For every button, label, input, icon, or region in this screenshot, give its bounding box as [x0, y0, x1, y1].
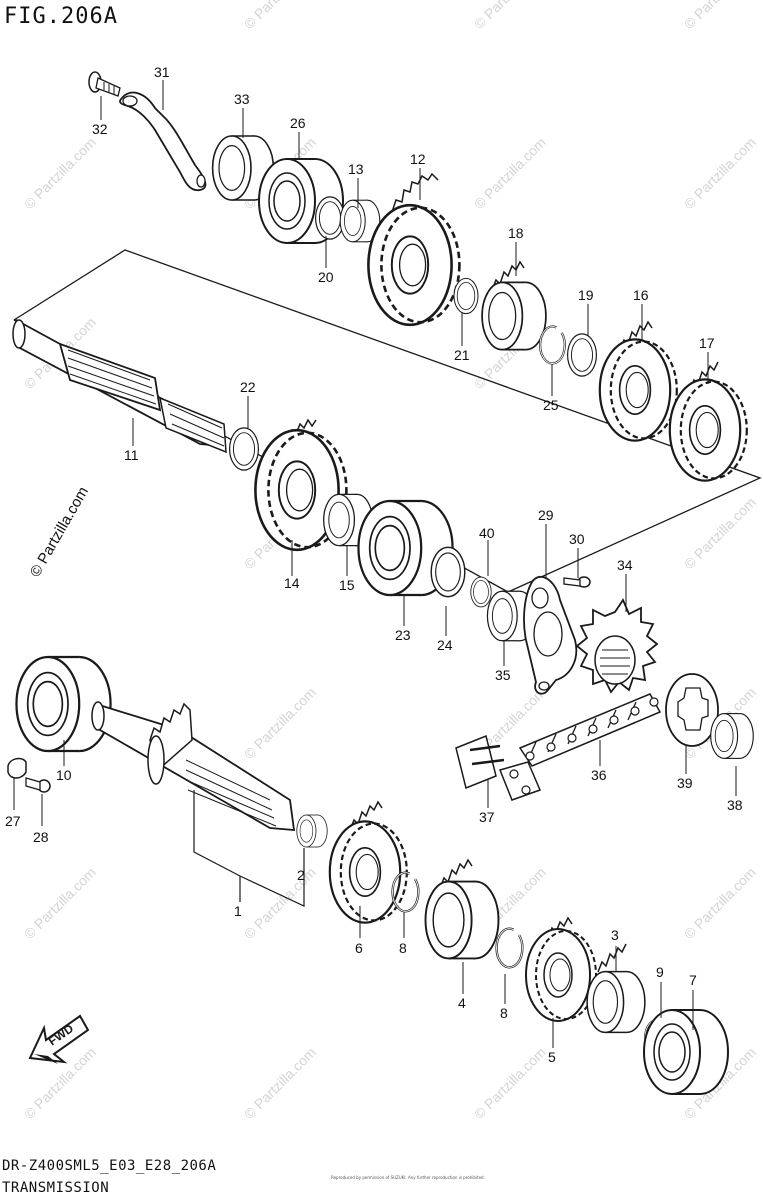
part-19-washer	[566, 333, 598, 377]
part-16-gear	[598, 320, 678, 442]
callout-40: 40	[479, 525, 495, 541]
part-31-shift-arm	[119, 91, 207, 192]
callout-36: 36	[591, 767, 607, 783]
part-12-gear	[366, 172, 461, 327]
callout-18: 18	[508, 225, 524, 241]
callout-33: 33	[234, 91, 250, 107]
part-29-plate	[523, 576, 578, 695]
callout-9: 9	[656, 964, 664, 980]
part-18-gear	[481, 260, 547, 351]
watermark-tile: © Partzilla.com	[241, 684, 319, 762]
callout-37: 37	[479, 809, 495, 825]
callout-23: 23	[395, 627, 411, 643]
model-code: DR-Z400SML5_E03_E28_206A	[2, 1158, 217, 1174]
callout-12: 12	[410, 151, 426, 167]
callout-22: 22	[240, 379, 256, 395]
callout-11: 11	[124, 447, 139, 463]
watermark-tile: © Partzilla.com	[471, 1044, 549, 1122]
callout-6: 6	[355, 940, 363, 956]
part-21-washer	[453, 277, 479, 315]
watermark-tile: © Partzilla.com	[471, 134, 549, 212]
callout-32: 32	[92, 121, 108, 137]
callout-26: 26	[290, 115, 306, 131]
callout-38: 38	[727, 797, 743, 813]
part-6-gear	[328, 800, 408, 924]
part-37-chain-joint	[455, 734, 542, 801]
part-8-circlip	[495, 927, 524, 969]
part-4-gear	[424, 858, 500, 960]
callout-28: 28	[33, 829, 49, 845]
part-24-oil-seal	[430, 546, 466, 598]
part-28-screw	[25, 777, 51, 793]
callout-21: 21	[454, 347, 470, 363]
figure-title: FIG.206A	[4, 4, 118, 29]
part-11-countershaft	[12, 318, 227, 454]
callout-4: 4	[458, 995, 466, 1011]
section-name: TRANSMISSION	[2, 1180, 110, 1196]
callout-39: 39	[677, 775, 693, 791]
callout-34: 34	[617, 557, 633, 573]
callout-8-lower: 8	[500, 1005, 508, 1021]
watermark-tile: © Partzilla.com	[681, 0, 759, 32]
callout-5: 5	[548, 1049, 556, 1065]
callout-31: 31	[154, 64, 170, 80]
callout-14: 14	[284, 575, 300, 591]
callout-numbers: 1 2 3 4 5 6 7 8 8 9 10 11 12 13 14 15 16…	[5, 64, 743, 1065]
watermark-tile: © Partzilla.com	[681, 494, 759, 572]
part-32-bolt	[88, 71, 121, 97]
callout-3: 3	[611, 927, 619, 943]
watermark-tile: © Partzilla.com	[21, 134, 99, 212]
part-38-collar	[709, 712, 755, 760]
watermark-tile: © Partzilla.com	[681, 134, 759, 212]
watermark-tile: © Partzilla.com	[471, 0, 549, 32]
callout-17: 17	[699, 335, 715, 351]
watermark-tile: © Partzilla.com	[21, 864, 99, 942]
part-25-circlip	[538, 325, 567, 365]
part-40-o-ring	[470, 576, 492, 608]
callout-30: 30	[569, 531, 585, 547]
part-14-gear	[253, 418, 348, 552]
callout-8-upper: 8	[399, 940, 407, 956]
callout-2: 2	[297, 867, 305, 883]
callout-1: 1	[234, 903, 242, 919]
callout-16: 16	[633, 287, 649, 303]
part-30-bolt	[563, 576, 591, 588]
part-2-needle-bearing	[296, 814, 328, 848]
callout-25: 25	[543, 397, 559, 413]
callout-19: 19	[578, 287, 594, 303]
part-17-gear	[668, 361, 748, 482]
watermark-tile: © Partzilla.com	[241, 864, 319, 942]
callout-29: 29	[538, 507, 554, 523]
callout-20: 20	[318, 269, 334, 285]
part-1-driveshaft	[91, 701, 296, 831]
callout-27: 27	[5, 813, 21, 829]
part-34-sprocket	[575, 598, 659, 694]
callout-13: 13	[348, 161, 364, 177]
leader-lines	[13, 80, 737, 1048]
callout-35: 35	[495, 667, 511, 683]
watermark-tile: © Partzilla.com	[681, 864, 759, 942]
part-5-gear	[524, 916, 598, 1023]
part-36-chain	[518, 693, 662, 767]
watermark-tile: © Partzilla.com	[241, 1044, 319, 1122]
part-7-bearing	[643, 1009, 729, 1095]
part-3-gear	[586, 943, 646, 1034]
part-27-retainer	[7, 757, 27, 779]
callout-24: 24	[437, 637, 453, 653]
callout-15: 15	[339, 577, 355, 593]
callout-7: 7	[689, 972, 697, 988]
part-22-washer	[228, 427, 260, 471]
part-39-lock-washer	[665, 673, 719, 747]
watermark-main: © Partzilla.com	[27, 484, 92, 580]
watermark-tile: © Partzilla.com	[241, 0, 319, 32]
copyright-note: Reproduced by permission of SUZUKI. Any …	[331, 1175, 485, 1180]
callout-10: 10	[56, 767, 72, 783]
